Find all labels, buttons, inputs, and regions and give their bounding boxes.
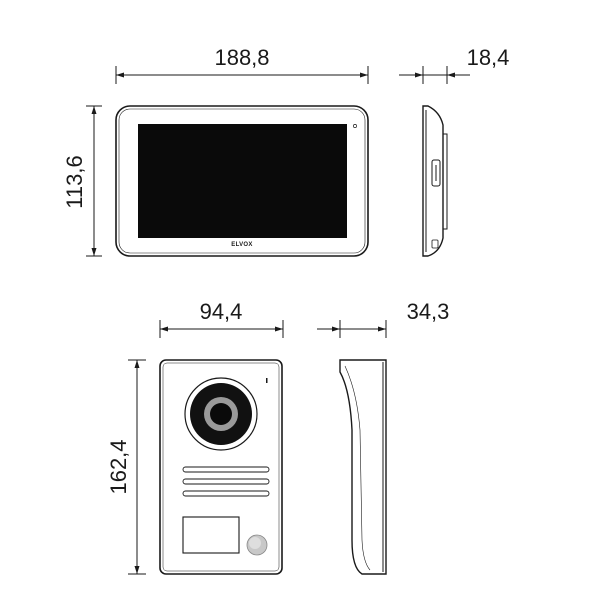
monitor-width-dimension: 188,8 (115, 45, 369, 84)
monitor-height-dimension: 113,6 (62, 105, 102, 257)
grille-slot (182, 466, 270, 473)
panel-side-body (339, 359, 387, 575)
monitor-side-foot (431, 239, 439, 249)
arrow-right-icon (378, 326, 386, 332)
monitor-logo: ELVOX (231, 242, 252, 248)
monitor-depth-label: 18,4 (467, 45, 510, 70)
arrow-left-icon (160, 326, 168, 332)
arrow-down-icon (91, 248, 97, 256)
name-tag-window (182, 516, 240, 554)
call-button-highlight (249, 537, 261, 549)
monitor-side-connector (431, 159, 441, 187)
panel-led-icon (266, 378, 268, 383)
panel-body-inner (162, 362, 280, 572)
monitor-depth-dimension: 18,4 (399, 45, 509, 84)
door-panel-front-view (159, 359, 283, 575)
monitor-bezel-inner (118, 108, 366, 254)
monitor-side-body (422, 105, 444, 257)
monitor-sensor-icon (353, 124, 357, 128)
monitor-width-label: 188,8 (214, 45, 269, 70)
arrow-right-icon (332, 326, 340, 332)
arrow-down-icon (134, 566, 140, 574)
arrow-right-icon (275, 326, 283, 332)
panel-body (159, 359, 283, 575)
speaker-grille (182, 466, 270, 497)
panel-height-dimension: 162,4 (106, 359, 146, 575)
grille-slot (182, 490, 270, 497)
panel-height-label: 162,4 (106, 439, 131, 494)
door-panel-side-view (339, 359, 387, 575)
arrow-up-icon (91, 106, 97, 114)
monitor-height-label: 113,6 (62, 155, 87, 208)
panel-depth-dimension: 34,3 (317, 299, 449, 338)
monitor-side-view (422, 105, 448, 257)
panel-depth-label: 34,3 (407, 299, 450, 324)
camera-lens-icon (210, 403, 232, 425)
panel-width-label: 94,4 (200, 299, 243, 324)
panel-width-dimension: 94,4 (159, 299, 284, 338)
monitor-side-bracket (442, 133, 448, 230)
monitor-body (115, 105, 369, 257)
arrow-right-icon (360, 72, 368, 78)
panel-side-hood-curve (344, 365, 371, 571)
monitor-screen (138, 124, 347, 238)
arrow-right-icon (415, 72, 423, 78)
arrow-left-icon (447, 72, 455, 78)
arrow-left-icon (116, 72, 124, 78)
monitor-front-view: ELVOX (115, 105, 369, 257)
arrow-up-icon (134, 360, 140, 368)
grille-slot (182, 478, 270, 485)
